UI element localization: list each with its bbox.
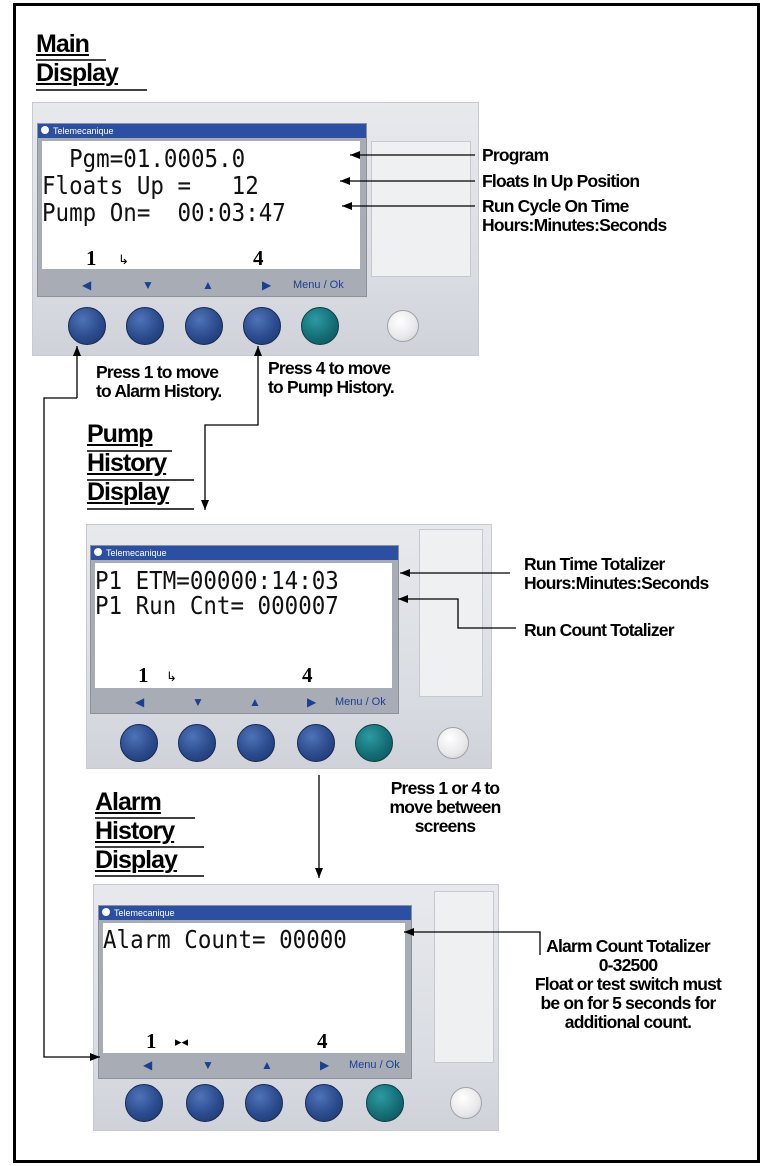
- lcd-line-etm: P1 ETM=00000:14:03: [95, 566, 339, 595]
- up-button[interactable]: [245, 1084, 283, 1122]
- lcd-line-run-count: P1 Run Cnt= 000007: [95, 591, 339, 620]
- left-arrow-icon: ◀: [82, 278, 92, 292]
- lcd-line-pump-on: Pump On= 00:03:47: [42, 198, 286, 227]
- lcd-line-floats: Floats Up = 12: [42, 171, 259, 200]
- pump-lcd-screen: P1 ETM=00000:14:03 P1 Run Cnt= 000007 1 …: [95, 563, 392, 688]
- cartridge-slot: [371, 141, 471, 277]
- key-legend-row: ◀ ▼ ▲ ▶ Menu / Ok: [38, 277, 366, 294]
- left-button[interactable]: [125, 1084, 163, 1122]
- label-floats-up: Floats In Up Position: [482, 171, 640, 191]
- indicator-icon: ↳: [118, 253, 129, 268]
- arrow-to-alarm-history: [43, 397, 100, 1061]
- left-button[interactable]: [120, 724, 158, 762]
- main-lcd-screen: Pgm=01.0005.0 Floats Up = 12 Pump On= 00…: [42, 141, 360, 269]
- alarm-lcd-screen: Alarm Count= 00000 1 ▸◂ 4: [103, 923, 405, 1053]
- down-button[interactable]: [186, 1084, 224, 1122]
- escape-button[interactable]: [437, 727, 469, 759]
- brand-text: Telemecanique: [106, 548, 167, 558]
- arrow-run-count: [398, 595, 516, 629]
- menu-ok-legend: Menu / Ok: [335, 696, 386, 708]
- up-button[interactable]: [237, 724, 275, 762]
- brand-logo-icon: [40, 125, 50, 135]
- right-button[interactable]: [305, 1084, 343, 1122]
- alarm-history-device: Telemecanique Alarm Count= 00000 1 ▸◂ 4 …: [93, 884, 499, 1131]
- alarm-lcd-bezel: Telemecanique Alarm Count= 00000 1 ▸◂ 4 …: [98, 905, 412, 1079]
- up-arrow-icon: ▲: [249, 695, 261, 709]
- lcd-line-alarm-count: Alarm Count= 00000: [103, 925, 347, 954]
- arrow-alarm-count: [404, 928, 541, 955]
- lcd-line-program: Pgm=01.0005.0: [42, 144, 246, 173]
- right-button[interactable]: [243, 307, 281, 345]
- label-program: Program: [482, 145, 549, 165]
- indicator-icon: ↳: [166, 670, 177, 685]
- key-legend-row: ◀ ▼ ▲ ▶ Menu / Ok: [91, 694, 398, 711]
- up-button[interactable]: [185, 307, 223, 345]
- brand-bar: Telemecanique: [99, 906, 411, 920]
- menu-ok-legend: Menu / Ok: [349, 1059, 400, 1071]
- main-lcd-bezel: Telemecanique Pgm=01.0005.0 Floats Up = …: [37, 123, 367, 297]
- down-arrow-icon: ▼: [202, 1058, 214, 1072]
- escape-button[interactable]: [387, 310, 419, 342]
- down-button[interactable]: [126, 307, 164, 345]
- menu-ok-legend: Menu / Ok: [293, 279, 344, 291]
- up-arrow-icon: ▲: [202, 278, 214, 292]
- key-number-1: 1: [86, 246, 97, 270]
- diagram-frame: [13, 3, 760, 1163]
- main-display-device: Telemecanique Pgm=01.0005.0 Floats Up = …: [32, 102, 479, 356]
- key-number-1: 1: [138, 663, 149, 687]
- key-number-1: 1: [146, 1029, 157, 1053]
- right-button[interactable]: [297, 724, 335, 762]
- menu-ok-button[interactable]: [301, 307, 339, 345]
- key-legend-row: ◀ ▼ ▲ ▶ Menu / Ok: [99, 1057, 411, 1074]
- indicator-icon: ▸◂: [175, 1035, 189, 1050]
- brand-bar: Telemecanique: [38, 124, 366, 138]
- right-arrow-icon: ▶: [307, 695, 317, 709]
- left-arrow-icon: ◀: [135, 695, 145, 709]
- brand-logo-icon: [101, 907, 111, 917]
- arrow-to-pump-history: [201, 398, 259, 510]
- cartridge-slot: [434, 891, 494, 1063]
- up-arrow-icon: ▲: [261, 1058, 273, 1072]
- down-arrow-icon: ▼: [142, 278, 154, 292]
- down-button[interactable]: [178, 724, 216, 762]
- brand-text: Telemecanique: [114, 908, 175, 918]
- brand-bar: Telemecanique: [91, 546, 398, 560]
- menu-ok-button[interactable]: [366, 1084, 404, 1122]
- brand-logo-icon: [93, 547, 103, 557]
- label-run-count-totalizer: Run Count Totalizer: [524, 620, 675, 640]
- brand-text: Telemecanique: [53, 126, 114, 136]
- right-arrow-icon: ▶: [262, 278, 272, 292]
- escape-button[interactable]: [450, 1087, 482, 1119]
- right-arrow-icon: ▶: [320, 1058, 330, 1072]
- pump-lcd-bezel: Telemecanique P1 ETM=00000:14:03 P1 Run …: [90, 545, 399, 714]
- key-number-4: 4: [253, 246, 264, 270]
- pump-history-device: Telemecanique P1 ETM=00000:14:03 P1 Run …: [86, 524, 492, 769]
- left-button[interactable]: [68, 307, 106, 345]
- left-arrow-icon: ◀: [143, 1058, 153, 1072]
- menu-ok-button[interactable]: [355, 724, 393, 762]
- key-number-4: 4: [317, 1029, 328, 1053]
- down-arrow-icon: ▼: [192, 695, 204, 709]
- key-number-4: 4: [302, 663, 313, 687]
- cartridge-slot: [419, 529, 483, 697]
